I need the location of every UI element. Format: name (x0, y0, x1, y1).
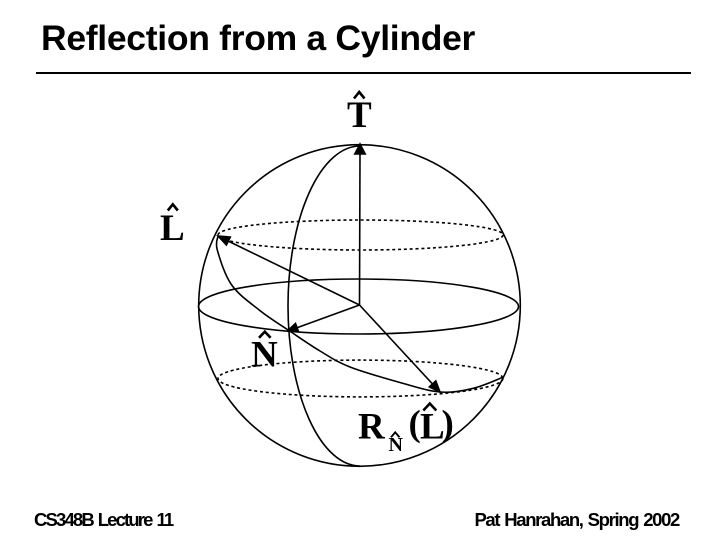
svg-text:T: T (347, 95, 372, 136)
svg-text:L: L (420, 407, 445, 448)
svg-text:R: R (358, 407, 386, 448)
svg-text:(: ( (409, 404, 421, 445)
svg-text:): ) (442, 404, 454, 445)
svg-text:N: N (251, 335, 278, 376)
svg-text:L: L (160, 208, 185, 249)
svg-text:N: N (389, 434, 404, 456)
